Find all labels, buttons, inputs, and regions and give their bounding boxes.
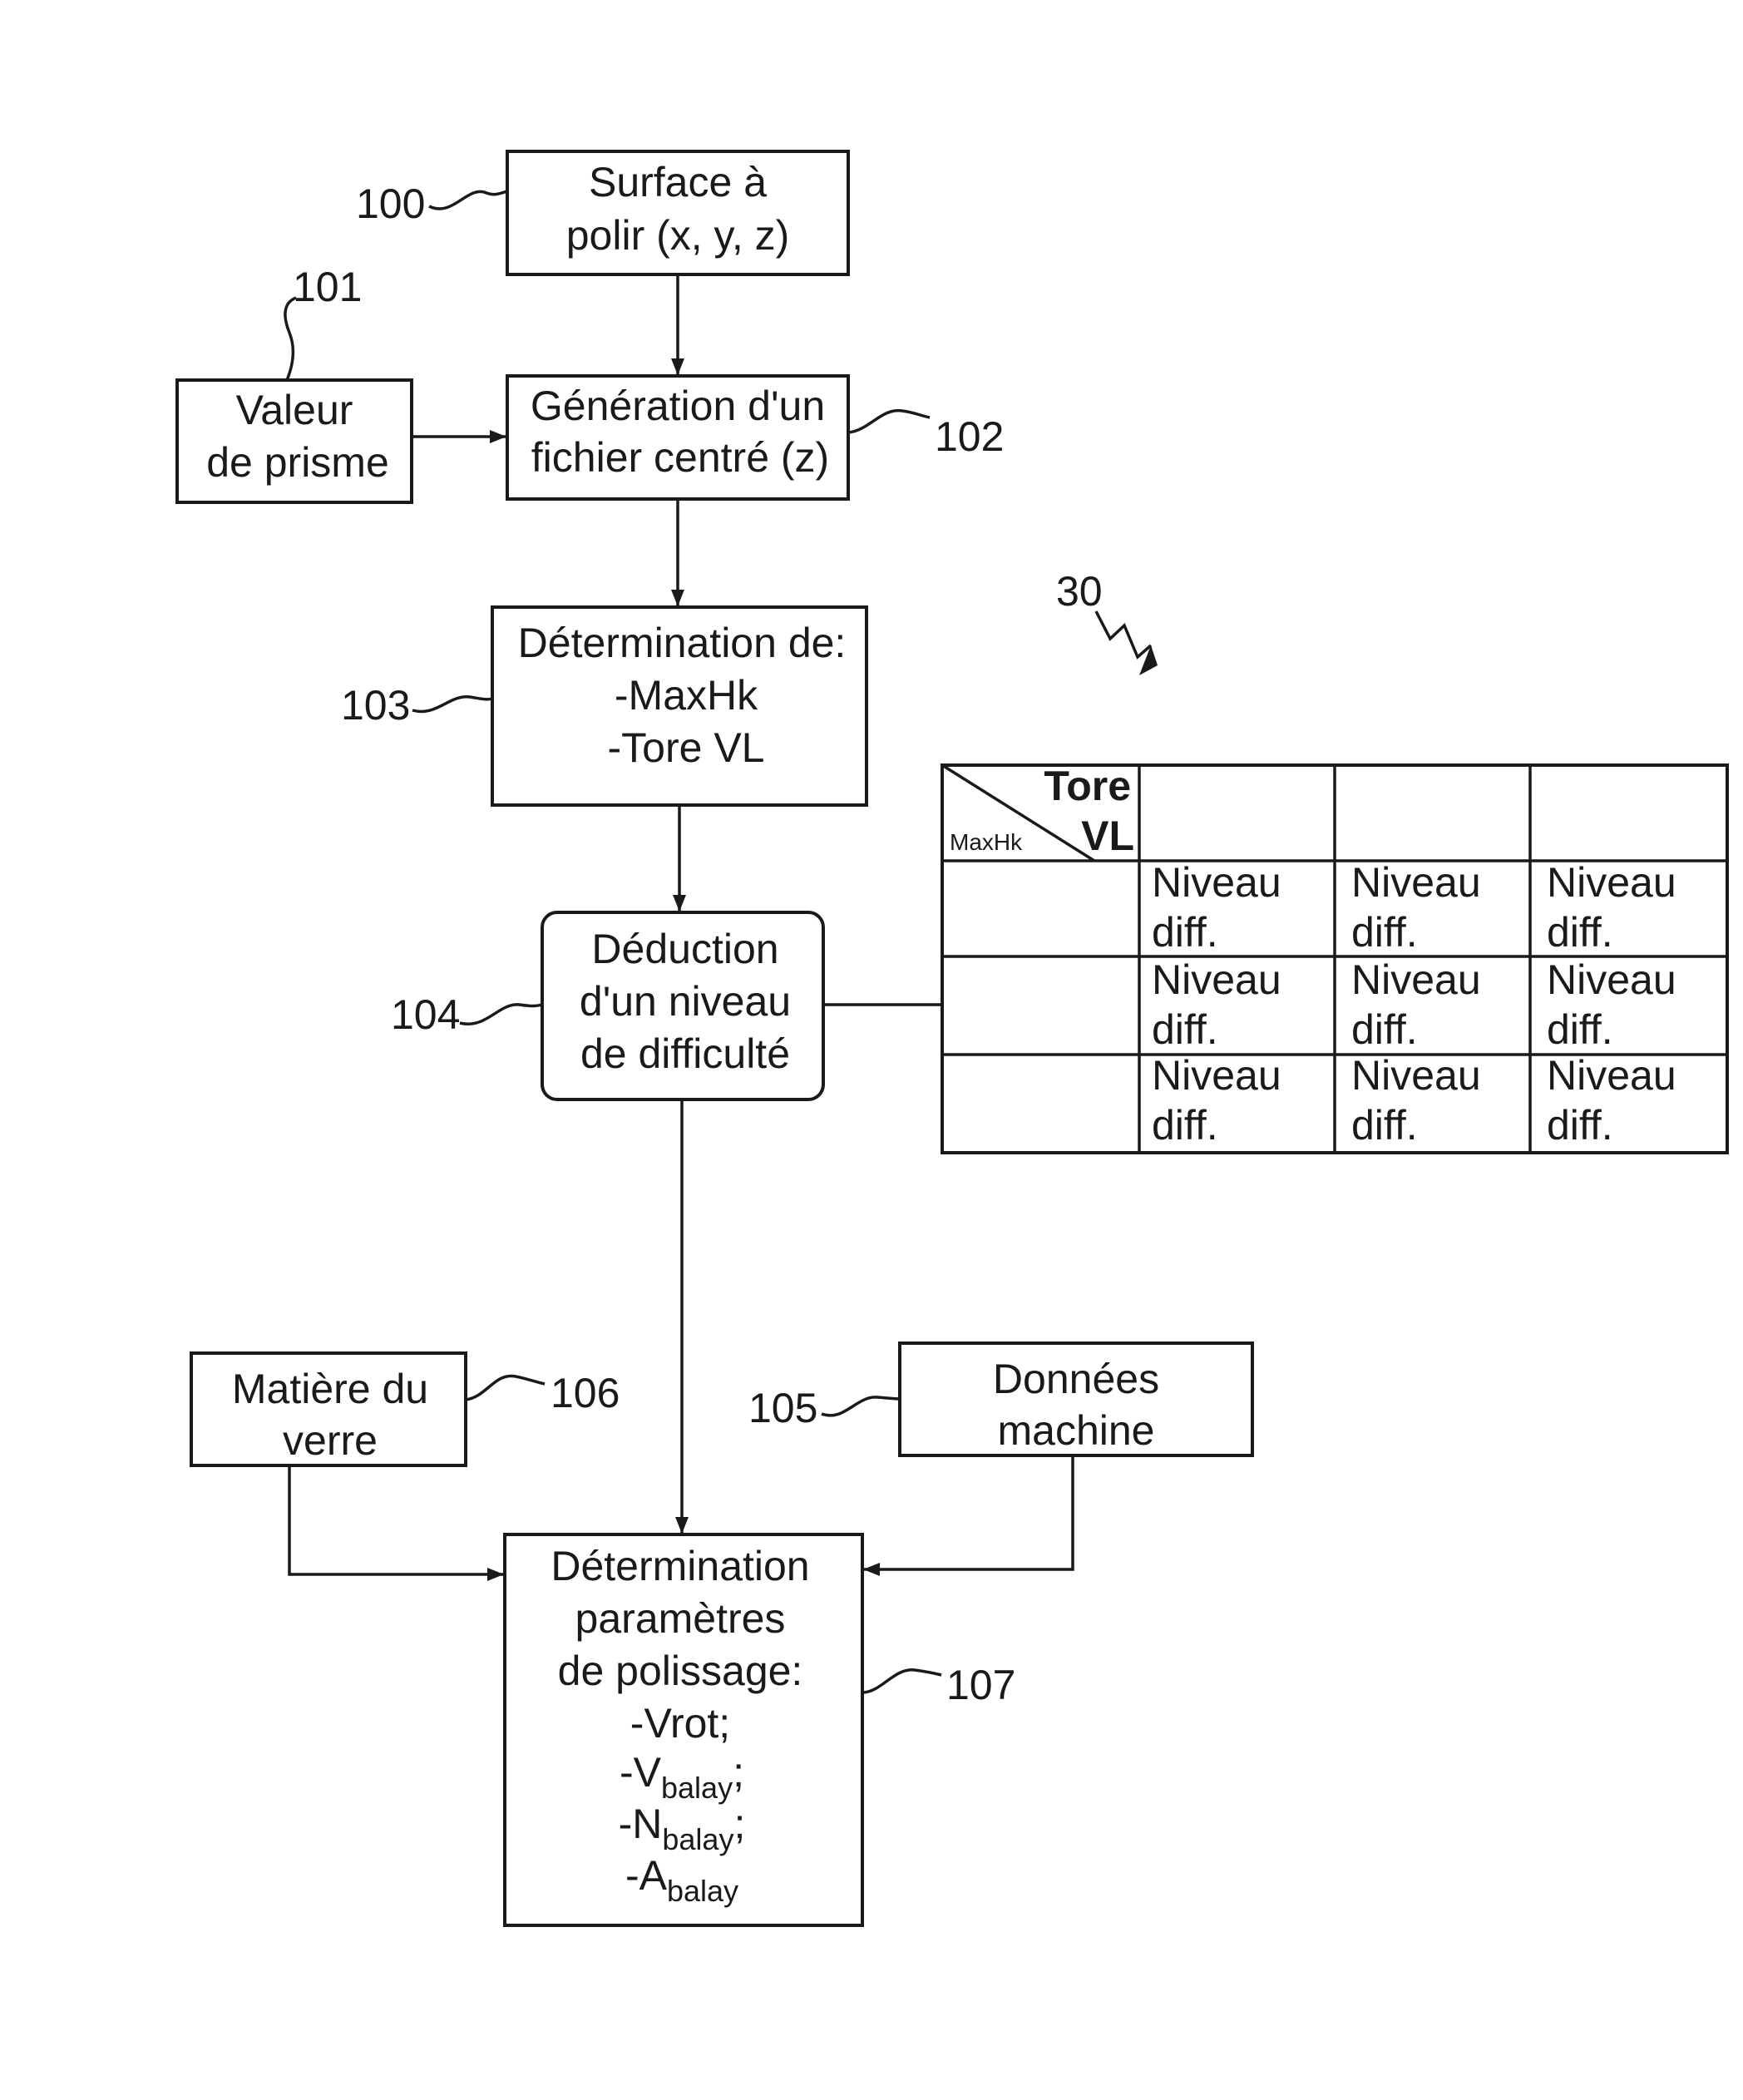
table-cell-r2c2-line1: Niveau <box>1351 956 1481 1003</box>
table-cell-r3c3-line1: Niveau <box>1547 1052 1676 1099</box>
table-cell-r1c1-line2: diff. <box>1152 909 1218 956</box>
leader-107 <box>862 1670 941 1692</box>
box-103-line-3: -Tore VL <box>608 724 765 771</box>
box-107-line-4: -Vrot; <box>630 1700 730 1747</box>
box-102-line-2: fichier centré (z) <box>531 434 829 481</box>
box-104-difficulty: Déduction d'un niveau de difficulté <box>542 912 823 1099</box>
table-col-header-tore: Tore <box>1044 763 1131 809</box>
box-103-determination: Détermination de: -MaxHk -Tore VL <box>492 607 867 805</box>
table-cell-r1c1-line1: Niveau <box>1152 859 1281 906</box>
ref-label-106: 106 <box>551 1370 620 1416</box>
table-cell-r1c3-line2: diff. <box>1547 909 1613 956</box>
table-cell-r1c3-line1: Niveau <box>1547 859 1676 906</box>
table-cell-r1c2-line2: diff. <box>1351 909 1418 956</box>
box-107-polishing-params: Détermination paramètres de polissage: -… <box>505 1534 862 1925</box>
box-101-line-2: de prisme <box>206 439 389 486</box>
box-107-line-1: Détermination <box>551 1543 809 1589</box>
box-104-line-2: d'un niveau <box>580 978 791 1025</box>
leader-100 <box>429 191 507 209</box>
arrow-106-to-107 <box>289 1465 503 1574</box>
ref-label-100: 100 <box>356 180 425 227</box>
box-104-line-3: de difficulté <box>580 1030 790 1077</box>
box-100-line-2: polir (x, y, z) <box>566 212 790 259</box>
leader-102 <box>848 411 930 432</box>
table-cell-r2c3-line1: Niveau <box>1547 956 1676 1003</box>
box-103-line-2: -MaxHk <box>615 672 758 719</box>
box-102-generation: Génération d'un fichier centré (z) <box>507 376 848 499</box>
table-cell-r2c2-line2: diff. <box>1351 1006 1418 1053</box>
table-cell-r2c1-line2: diff. <box>1152 1006 1218 1053</box>
zigzag-30-arrowhead <box>1139 645 1158 675</box>
table-cell-r2c1-line1: Niveau <box>1152 956 1281 1003</box>
table-row-header-maxhk: MaxHk <box>950 829 1023 855</box>
box-105-machine-data: Données machine <box>900 1343 1252 1455</box>
ref-label-30: 30 <box>1056 568 1103 615</box>
leader-106 <box>466 1376 545 1400</box>
box-105-line-1: Données <box>993 1356 1159 1402</box>
box-106-line-2: verre <box>283 1417 378 1464</box>
box-101-prism-value: Valeur de prisme <box>177 380 412 502</box>
leader-104 <box>460 1005 542 1024</box>
box-100-line-1: Surface à <box>589 159 767 205</box>
ref-label-103: 103 <box>341 682 410 729</box>
ref-label-107: 107 <box>946 1662 1015 1708</box>
box-107-line-3: de polissage: <box>558 1648 803 1694</box>
table-cell-r3c1-line1: Niveau <box>1152 1052 1281 1099</box>
ref-label-104: 104 <box>391 991 460 1038</box>
ref-label-102: 102 <box>935 413 1004 460</box>
leader-103 <box>412 697 492 712</box>
table-col-header-vl: VL <box>1081 813 1134 859</box>
table-cell-r2c3-line2: diff. <box>1547 1006 1613 1053</box>
box-103-line-1: Détermination de: <box>518 620 847 666</box>
box-107-line-2: paramètres <box>575 1595 786 1642</box>
box-106-line-1: Matière du <box>232 1366 428 1412</box>
box-104-line-1: Déduction <box>591 926 778 972</box>
table-cell-r3c1-line2: diff. <box>1152 1102 1218 1149</box>
arrow-105-to-107 <box>864 1455 1073 1569</box>
box-101-line-1: Valeur <box>236 387 353 433</box>
table-cell-r3c2-line1: Niveau <box>1351 1052 1481 1099</box>
ref-label-101: 101 <box>293 264 362 310</box>
box-102-line-1: Génération d'un <box>531 383 825 429</box>
leader-105 <box>822 1397 900 1416</box>
zigzag-30 <box>1096 611 1151 657</box>
table-cell-r3c2-line2: diff. <box>1351 1102 1418 1149</box>
box-105-line-2: machine <box>998 1407 1155 1454</box>
table-cell-r3c3-line2: diff. <box>1547 1102 1613 1149</box>
table-cell-r1c2-line1: Niveau <box>1351 859 1481 906</box>
difficulty-table: Tore VL MaxHk Niveau diff. Niveau diff. … <box>942 763 1727 1153</box>
box-106-glass-material: Matière du verre <box>191 1353 466 1465</box>
ref-label-105: 105 <box>748 1385 817 1431</box>
box-100-surface: Surface à polir (x, y, z) <box>507 151 848 274</box>
